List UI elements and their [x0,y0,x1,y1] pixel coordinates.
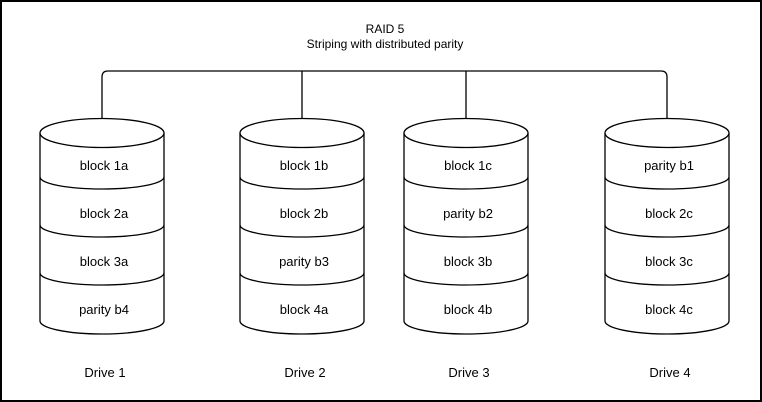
drive-divider [403,272,529,286]
drive-block-label: block 2a [80,206,129,221]
drive-group-2: block 1b block 2b parity b3 block 4a Dri… [239,117,365,380]
drive-block-label: block 2b [280,206,328,221]
drive-block-label: parity b4 [79,302,129,317]
drive-group-4: parity b1 block 2c block 3c block 4c Dri… [604,117,730,380]
drive-divider [39,272,165,286]
drive-divider [403,224,529,238]
drive-block-label: block 1b [280,158,328,173]
drive-divider [604,176,730,190]
drive-block-label: block 1a [80,158,129,173]
drive-divider [604,224,730,238]
drive-block-label: block 3a [80,254,129,269]
drive-cylinder-top [239,117,365,149]
diagram-subtitle: Striping with distributed parity [307,37,464,51]
drive-block-label: block 4b [444,302,492,317]
drive-cylinder-top [604,117,730,149]
drive-divider [403,176,529,190]
drive-cylinder-top [403,117,529,149]
drive-block-label: parity b2 [443,206,493,221]
drive-block-label: block 4c [645,302,693,317]
drive-cylinder-top [39,117,165,149]
drive-divider [39,224,165,238]
drive-name-label: Drive 1 [84,365,125,380]
drive-name-label: Drive 4 [649,365,690,380]
bus-line [101,70,668,119]
drive-block-label: block 4a [280,302,329,317]
drive-name-label: Drive 3 [448,365,489,380]
drive-block-label: parity b1 [644,158,694,173]
drive-block-label: block 3b [444,254,492,269]
drive-divider [39,176,165,190]
drive-group-1: block 1a block 2a block 3a parity b4 Dri… [39,117,165,380]
drive-block-label: block 3c [645,254,693,269]
drive-group-3: block 1c parity b2 block 3b block 4b Dri… [403,117,529,380]
drive-divider [239,272,365,286]
bus-connector [101,70,668,119]
diagram-title: RAID 5 [366,22,405,36]
drive-block-label: block 2c [645,206,693,221]
drive-divider [239,176,365,190]
drive-divider [239,224,365,238]
drive-block-label: block 1c [444,158,492,173]
drive-divider [604,272,730,286]
drive-name-label: Drive 2 [284,365,325,380]
drive-block-label: parity b3 [279,254,329,269]
